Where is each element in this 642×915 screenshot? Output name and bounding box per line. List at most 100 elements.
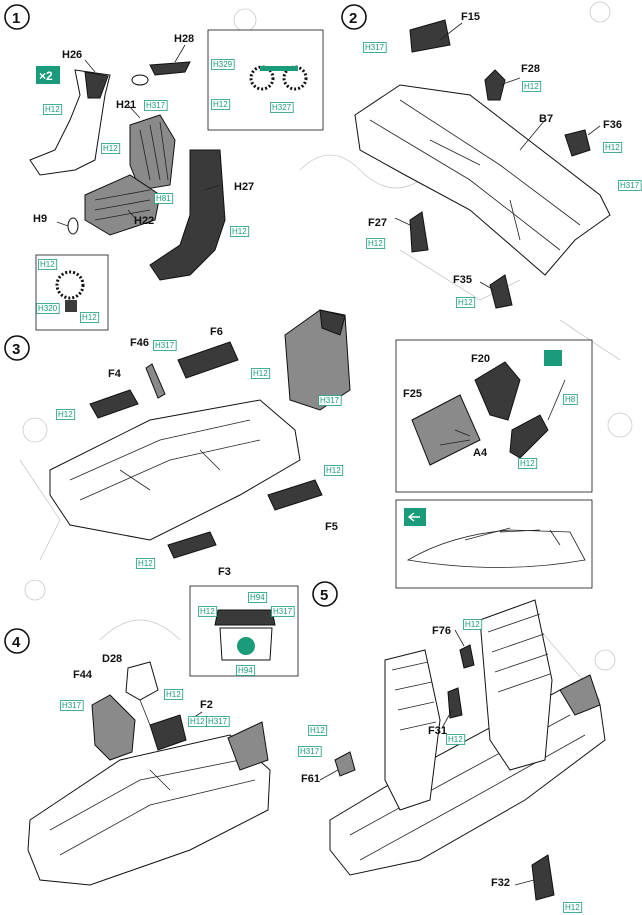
paint-ref: H12 [103, 144, 118, 153]
part-label-f4: F4 [108, 368, 122, 380]
part-f28-shape [484, 69, 506, 101]
part-label-a4: A4 [473, 447, 488, 459]
paint-ref: H317 [365, 43, 385, 52]
paint-ref: H12 [232, 227, 247, 236]
paint-ref-box [206, 716, 230, 727]
part-f15-shape [409, 19, 451, 53]
paint-ref-box [43, 104, 63, 115]
part-label-h21: H21 [116, 99, 136, 111]
paint-ref: H94 [238, 666, 253, 675]
part-label-f32: F32 [491, 877, 510, 889]
part-label-f46: F46 [130, 337, 149, 349]
part-label-f31: F31 [428, 725, 447, 737]
paint-ref: H12 [58, 410, 73, 419]
part-label-f5: F5 [325, 521, 338, 533]
paint-ref-box [318, 395, 342, 406]
part-label-f27: F27 [368, 217, 387, 229]
part-label-h26: H26 [62, 49, 82, 61]
ejection-seat-front [384, 649, 441, 811]
part-label-f44: F44 [73, 669, 93, 681]
paint-ref-box [164, 689, 184, 700]
paint-ref: H320 [38, 304, 58, 313]
paint-ref: H317 [273, 607, 293, 616]
step-2-badge [341, 4, 367, 30]
paint-ref: H81 [156, 194, 171, 203]
part-h21-shape [129, 114, 176, 191]
paint-ref-box [518, 458, 538, 469]
paint-ref-box [101, 143, 121, 154]
paint-ref-box [153, 340, 177, 351]
part-f4-shape [89, 389, 139, 419]
paint-ref: H12 [448, 735, 463, 744]
part-label-f6: F6 [210, 326, 223, 338]
paint-ref: H94 [250, 593, 265, 602]
paint-ref: H317 [62, 701, 82, 710]
paint-ref: H12 [326, 466, 341, 475]
paint-ref-box [36, 303, 60, 314]
part-f6-shape [177, 341, 239, 379]
quantity-badge [36, 66, 60, 84]
paint-chip-icon [544, 350, 562, 366]
paint-ref: H12 [213, 100, 228, 109]
paint-ref: H12 [82, 313, 97, 322]
step-3-badge [4, 335, 30, 361]
part-f27-shape [409, 211, 429, 253]
part-label-h22: H22 [134, 215, 154, 227]
paint-ref: H12 [310, 726, 325, 735]
step-2-number: 2 [349, 10, 357, 27]
paint-ref-box [522, 81, 542, 92]
part-f44-shape [91, 694, 136, 761]
ejection-seat-rear [479, 599, 553, 771]
part-f46-shape [145, 363, 166, 399]
paint-ref: H12 [253, 369, 268, 378]
paint-ref-box [211, 99, 231, 110]
paint-ref: H12 [465, 620, 480, 629]
part-d28-shape [125, 661, 159, 701]
paint-ref-box [136, 558, 156, 569]
paint-ref-box [248, 592, 268, 603]
step-1-badge [4, 4, 30, 30]
paint-ref-box [80, 312, 100, 323]
part-f2-shape [149, 714, 187, 751]
step-3-number: 3 [12, 341, 20, 358]
step-4-number: 4 [12, 634, 21, 651]
paint-ref: H12 [458, 298, 473, 307]
paint-ref: H317 [320, 396, 340, 405]
part-label-f2: F2 [200, 699, 213, 711]
green-gauge-circle [237, 637, 255, 655]
paint-ref: H12 [190, 717, 205, 726]
paint-ref-box [236, 665, 256, 676]
paint-ref-box [211, 59, 235, 70]
paint-ref-box [618, 180, 642, 191]
cockpit-tub-step3 [49, 399, 301, 541]
paint-ref: H12 [524, 82, 539, 91]
paint-ref-box [271, 606, 295, 617]
paint-ref-box [456, 297, 476, 308]
part-h28-shape [149, 61, 191, 76]
step-3: 3 F46 F6 F4 F5 F3 H317 H12 H12 H12 H12 H… [4, 309, 593, 589]
paint-ref-box [563, 902, 583, 913]
part-label-f15: F15 [461, 11, 480, 23]
step-5-number: 5 [320, 587, 328, 604]
paint-ref-box [251, 368, 271, 379]
part-f3-shape [167, 531, 217, 559]
part-label-f35: F35 [453, 274, 472, 286]
paint-ref-box [563, 394, 578, 405]
detail-inset-h28 [207, 29, 324, 131]
step-1: 1 ×2 H26 H28 H21 H27 H22 H9 H12 H317 H12 [4, 4, 324, 331]
part-h27-shape [149, 149, 226, 281]
step-4: 4 F44 D28 F2 H12 H317 H12 H94 H12 H317 H… [4, 585, 299, 886]
paint-ref-box [230, 226, 250, 237]
paint-ref: H12 [138, 559, 153, 568]
part-label-f76: F76 [432, 625, 451, 637]
paint-ref: H329 [213, 60, 233, 69]
part-f35-shape [489, 274, 513, 309]
step-1-number: 1 [12, 10, 20, 27]
part-label-b7: B7 [539, 113, 553, 125]
part-label-d28: D28 [102, 653, 122, 665]
paint-ref-box [270, 102, 294, 113]
paint-ref-box [363, 42, 387, 53]
part-label-f3: F3 [218, 566, 231, 578]
paint-ref-box [144, 100, 168, 111]
